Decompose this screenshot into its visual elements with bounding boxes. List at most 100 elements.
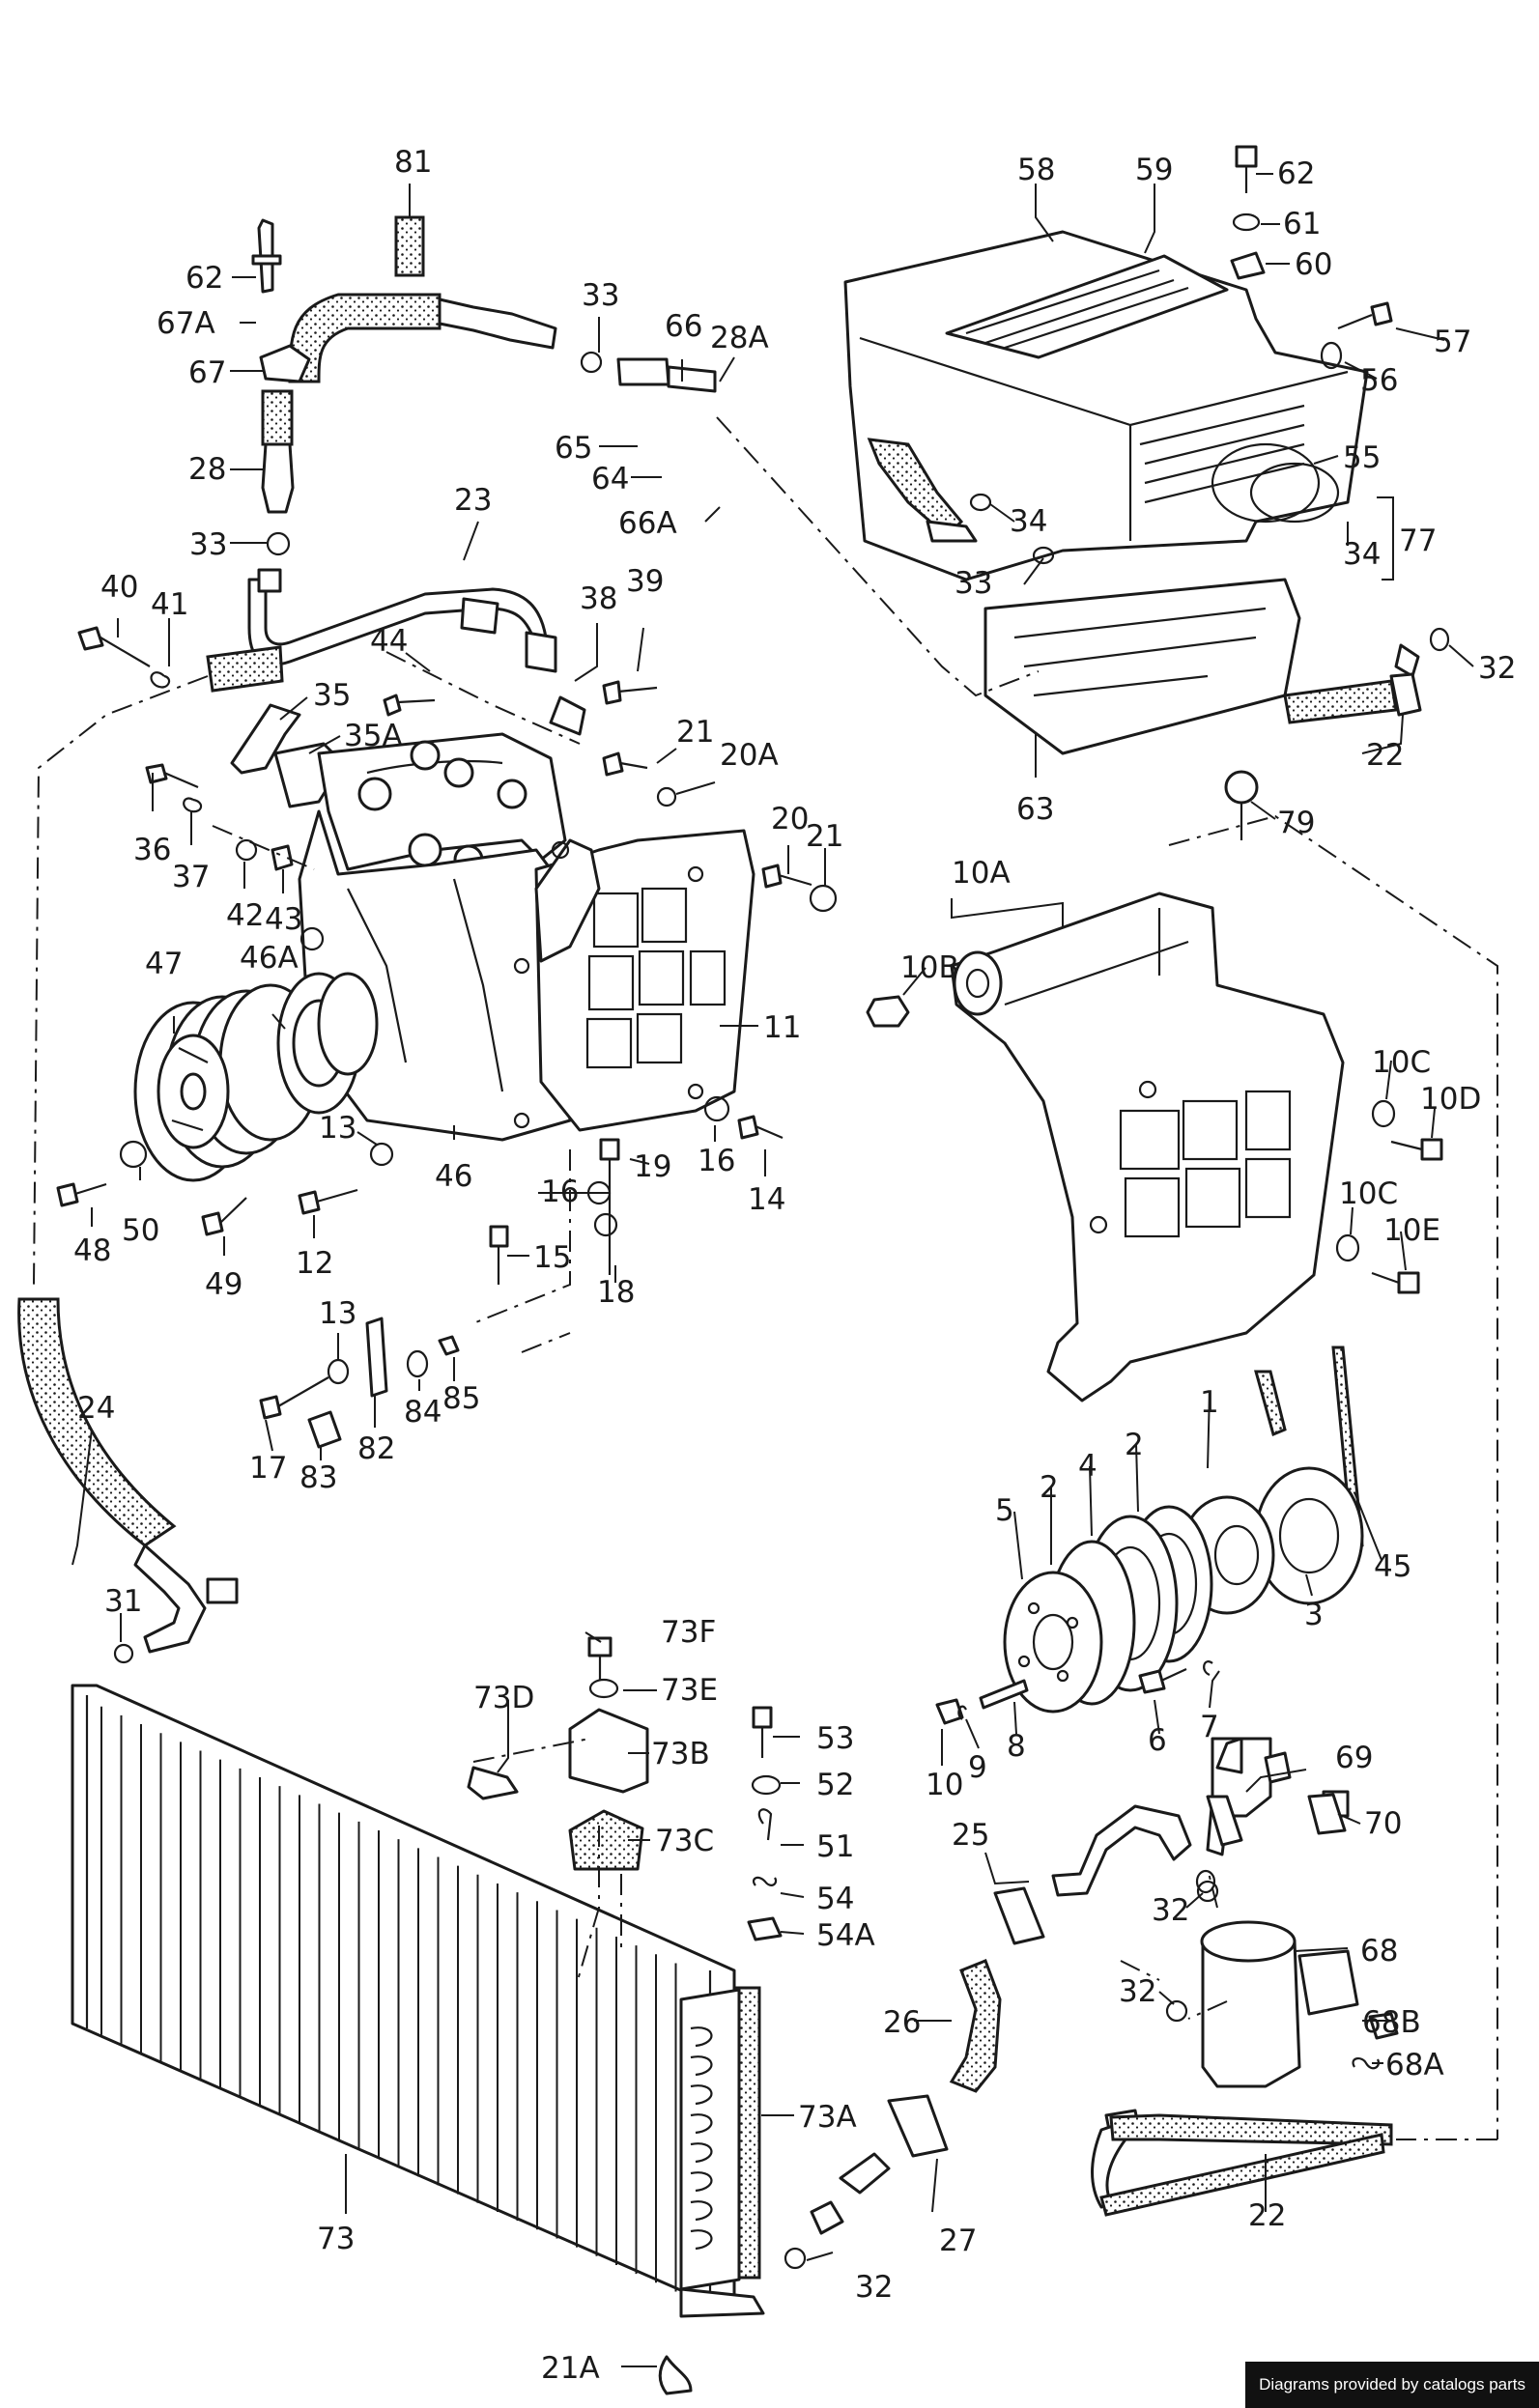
condenser-coils xyxy=(658,2026,765,2395)
callout-label: 27 xyxy=(939,2224,977,2258)
callout-label: 45 xyxy=(1374,1549,1411,1584)
callout-label: 31 xyxy=(104,1584,142,1619)
clutch-pulley-47 xyxy=(133,972,379,1182)
callout-label: 3 xyxy=(1304,1598,1324,1632)
hose-fitting-28 xyxy=(261,389,295,556)
callout-label: 68B xyxy=(1362,2005,1421,2040)
callout-label: 19 xyxy=(634,1149,671,1184)
callout-label: 33 xyxy=(955,566,992,601)
callout-label: 18 xyxy=(597,1275,635,1310)
callout-label: 21A xyxy=(541,2351,600,2386)
callout-label: 61 xyxy=(1283,207,1321,241)
callout-label: 73C xyxy=(655,1824,714,1858)
callout-label: 10B xyxy=(900,950,959,985)
callout-label: 84 xyxy=(404,1395,442,1430)
compressor-fasteners xyxy=(56,680,838,1285)
callout-label: 62 xyxy=(185,261,223,296)
callout-label: 64 xyxy=(591,462,629,496)
callout-label: 46 xyxy=(435,1159,472,1194)
callout-label: 55 xyxy=(1343,440,1381,475)
mounting-bracket-10A xyxy=(866,892,1443,1402)
callout-label: 28A xyxy=(710,321,769,355)
callout-label: 36 xyxy=(133,833,171,867)
condenser-fins xyxy=(100,1706,677,2292)
callout-label: 46A xyxy=(240,941,299,976)
callout-label: 22 xyxy=(1366,738,1404,773)
callout-label: 10 xyxy=(926,1768,963,1802)
callout-label: 73D xyxy=(473,1681,534,1715)
callout-label: 42 xyxy=(226,898,264,933)
callout-label: 10C xyxy=(1339,1176,1398,1211)
callout-label: 28 xyxy=(188,452,226,487)
callout-labels: 81 62 67A 67 28 33 33 66 28A 65 64 66A 2… xyxy=(73,145,1516,2386)
filter-insert-81 xyxy=(394,215,425,277)
callout-label: 53 xyxy=(816,1721,854,1756)
assembly-lines xyxy=(33,416,1498,2140)
callout-label: 54A xyxy=(816,1918,875,1953)
callout-label: 40 xyxy=(100,570,138,605)
callout-label: 10A xyxy=(952,856,1011,891)
callout-label: 10D xyxy=(1420,1082,1481,1117)
callout-label: 85 xyxy=(442,1381,480,1416)
callout-label: 38 xyxy=(580,581,617,616)
clamp-67 xyxy=(251,218,311,383)
callout-label: 20A xyxy=(720,738,779,773)
callout-label: 68 xyxy=(1360,1934,1398,1969)
condenser-mounts xyxy=(467,1636,783,1941)
hose-22-lower xyxy=(1091,2109,1393,2217)
callout-label: 32 xyxy=(855,2270,893,2305)
leader-lines xyxy=(71,173,1474,2367)
evaporator-housing-58 xyxy=(843,230,1369,755)
hose-24 xyxy=(17,645,284,1664)
callout-label: 24 xyxy=(77,1391,115,1426)
callout-label: 21 xyxy=(676,715,714,750)
callout-label: 35A xyxy=(344,719,403,753)
callout-label: 49 xyxy=(205,1267,242,1302)
callout-label: 58 xyxy=(1017,153,1055,187)
compressor-11 xyxy=(298,732,755,1142)
callout-label: 73F xyxy=(661,1615,716,1650)
bracket-82 xyxy=(259,1317,460,1449)
callout-label: 39 xyxy=(626,564,664,599)
callout-label: 66 xyxy=(665,309,702,344)
callout-label: 82 xyxy=(357,1431,395,1466)
callout-label: 20 xyxy=(771,802,809,836)
callout-label: 67 xyxy=(188,355,226,390)
bolt-40 xyxy=(77,626,171,689)
callout-label: 47 xyxy=(145,947,183,981)
callout-label: 13 xyxy=(319,1111,356,1146)
callout-label: 48 xyxy=(73,1233,111,1268)
callout-label: 60 xyxy=(1295,247,1332,282)
callout-label: 51 xyxy=(816,1829,854,1864)
callout-label: 70 xyxy=(1364,1806,1402,1841)
callout-label: 34 xyxy=(1010,504,1047,539)
callout-label: 66A xyxy=(618,506,677,541)
callout-label: 7 xyxy=(1200,1710,1219,1744)
parts-artwork xyxy=(17,145,1498,2395)
callout-label: 16 xyxy=(541,1175,579,1209)
line-25 xyxy=(993,1804,1216,1945)
callout-label: 33 xyxy=(582,278,619,313)
callout-label: 67A xyxy=(157,306,215,341)
callout-label: 73B xyxy=(651,1737,710,1771)
callout-label: 65 xyxy=(555,431,592,466)
pressure-switch-69-70 xyxy=(1206,1793,1347,1847)
callout-label: 22 xyxy=(1248,2198,1286,2233)
callout-label: 11 xyxy=(763,1010,801,1045)
pulley-assembly xyxy=(935,1346,1364,1725)
callout-label: 14 xyxy=(748,1182,785,1217)
pipe-23 xyxy=(247,568,557,673)
callout-label: 10C xyxy=(1372,1045,1431,1080)
fasteners-top-right xyxy=(969,145,1450,840)
callout-label: 12 xyxy=(296,1246,333,1281)
callout-label: 63 xyxy=(1016,792,1054,827)
callout-label: 2 xyxy=(1125,1428,1144,1462)
callout-label: 52 xyxy=(816,1768,854,1802)
callout-label: 59 xyxy=(1135,153,1173,187)
callout-label: 26 xyxy=(883,2005,921,2040)
callout-label: 54 xyxy=(816,1882,854,1916)
callout-label: 2 xyxy=(1040,1470,1059,1505)
callout-label: 10E xyxy=(1383,1213,1440,1248)
